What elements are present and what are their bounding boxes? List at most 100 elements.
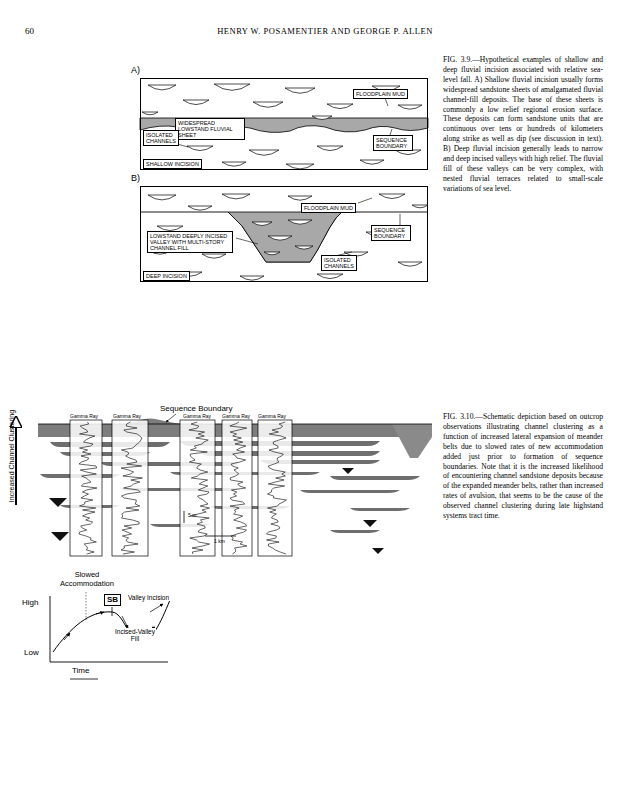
figure-label: Low [24, 648, 39, 657]
figure-label: 60 [25, 26, 34, 36]
channel-lens [222, 162, 246, 166]
channel-strip [50, 442, 170, 447]
box-label: SEQUENCE BOUNDARY [376, 137, 410, 149]
box-label: DEEP INCISION [146, 273, 187, 279]
gamma-curve [230, 422, 247, 554]
scale-bars [184, 511, 236, 536]
sequence-boundary-box: SB [104, 594, 121, 606]
figure-label: 5 m [188, 513, 196, 519]
channel-fill [51, 532, 69, 541]
figure-label: Gamma Ray [222, 414, 250, 420]
channel-strip [300, 490, 400, 493]
channel-lens [148, 85, 176, 90]
channel-lens [249, 150, 279, 155]
figure-label: Slowed Accommodation [54, 571, 120, 588]
channel-lens [286, 164, 314, 169]
label-box: SEQUENCE BOUNDARY [371, 225, 411, 241]
channel-strip [350, 508, 410, 511]
figure-label: High [22, 598, 38, 607]
figure-label: Valley Incision [128, 594, 172, 601]
box-label: WIDESPREAD LOWSTAND FLUVIAL SHEET [178, 120, 242, 138]
channel-lens [317, 274, 343, 279]
channel-lens [157, 226, 183, 231]
figure-label: HENRY W. POSAMENTIER AND GEORGE P. ALLEN [190, 27, 460, 37]
channel-lens [295, 246, 313, 249]
channel-fill [372, 548, 384, 554]
channel-lens [148, 195, 176, 200]
box-label: ISOLATED CHANNELS [324, 257, 354, 269]
figure-caption: FIG. 3.9.—Hypothetical examples of shall… [443, 55, 603, 194]
channel-lens [288, 196, 312, 200]
figure-label: Gamma Ray [183, 414, 211, 420]
box-label: LOWSTAND DEEPLY INCISED VALLEY WITH MULT… [150, 233, 230, 251]
channel-lens [327, 104, 353, 109]
incised-valley [140, 212, 428, 262]
figure-label: Sequence Boundary [160, 404, 233, 413]
label-box: FLOODPLAIN MUD [353, 89, 408, 99]
channel-lens [188, 206, 212, 210]
label-box: LOWSTAND DEEPLY INCISED VALLEY WITH MULT… [147, 231, 233, 253]
channel-fill [342, 468, 354, 474]
figure-label: Incised-Valley Fill [114, 628, 156, 643]
channel-lens [288, 220, 312, 224]
clustering-arrow [15, 418, 17, 505]
label-box: FLOODPLAIN MUD [301, 203, 356, 213]
panel-letter: B) [131, 173, 140, 183]
channel-lens [268, 236, 292, 240]
box-label: SHALLOW INCISION [146, 161, 199, 167]
channel-strip [330, 476, 420, 480]
channel-lens [240, 276, 264, 280]
log-track [258, 420, 292, 556]
channel-lens [360, 160, 384, 164]
gamma-curve [189, 422, 210, 554]
figure-label: Gamma Ray [258, 414, 286, 420]
channel-fill [49, 498, 67, 507]
channel-lens [398, 105, 422, 109]
channel-lens [317, 146, 343, 151]
figure-label: Gamma Ray [70, 414, 98, 420]
channel-lens [187, 146, 213, 151]
gamma-curve [267, 422, 287, 554]
channel-lens [264, 252, 280, 255]
box-label: ISOLATED CHANNELS [146, 132, 176, 144]
log-track [112, 420, 148, 556]
gamma-curve [121, 422, 142, 554]
channel-lens [202, 254, 226, 258]
box-label: SB [107, 595, 118, 605]
label-box: ISOLATED CHANNELS [321, 255, 357, 271]
label-box: DEEP INCISION [143, 271, 190, 281]
label-box: WIDESPREAD LOWSTAND FLUVIAL SHEET [175, 118, 245, 140]
figure-label: Increased Channel Clustering [8, 386, 16, 526]
channel-lens [312, 116, 332, 120]
label-box: SEQUENCE BOUNDARY [373, 135, 413, 151]
channel-lens [142, 112, 158, 115]
accommodation-graph [50, 592, 170, 679]
channel-lenses [142, 84, 428, 280]
box-label: FLOODPLAIN MUD [304, 205, 353, 211]
figure-label: Gamma Ray [113, 414, 141, 420]
figure-label: 1 km [214, 539, 225, 545]
panel-letter: A) [131, 65, 140, 75]
channel-lens [252, 222, 272, 226]
gamma-curve [79, 422, 97, 554]
figure-caption: FIG. 3.10.—Schematic depiction based on … [443, 412, 603, 521]
box-label: SEQUENCE BOUNDARY [374, 227, 408, 239]
label-box: ISOLATED CHANNELS [143, 130, 179, 146]
channel-lens [412, 205, 428, 208]
channel-fill [363, 520, 377, 527]
cross-section-panel: A)FLOODPLAIN MUDWIDESPREAD LOWSTAND FLUV… [140, 78, 428, 170]
channel-lens [253, 102, 283, 107]
channel-lens [379, 194, 405, 199]
label-box: SHALLOW INCISION [143, 159, 202, 169]
cross-section-panel: B)FLOODPLAIN MUDSEQUENCE BOUNDARYLOWSTAN… [140, 186, 428, 282]
log-track [70, 420, 102, 556]
channel-lens [222, 194, 250, 199]
channel-strip [330, 530, 380, 533]
channel-lens [214, 84, 250, 90]
gamma-ray-logs [70, 420, 292, 556]
channel-lens [398, 262, 422, 266]
figure-label: Time [72, 666, 89, 675]
channel-lens [183, 100, 209, 105]
channel-lens [285, 88, 315, 93]
box-label: FLOODPLAIN MUD [356, 91, 405, 97]
